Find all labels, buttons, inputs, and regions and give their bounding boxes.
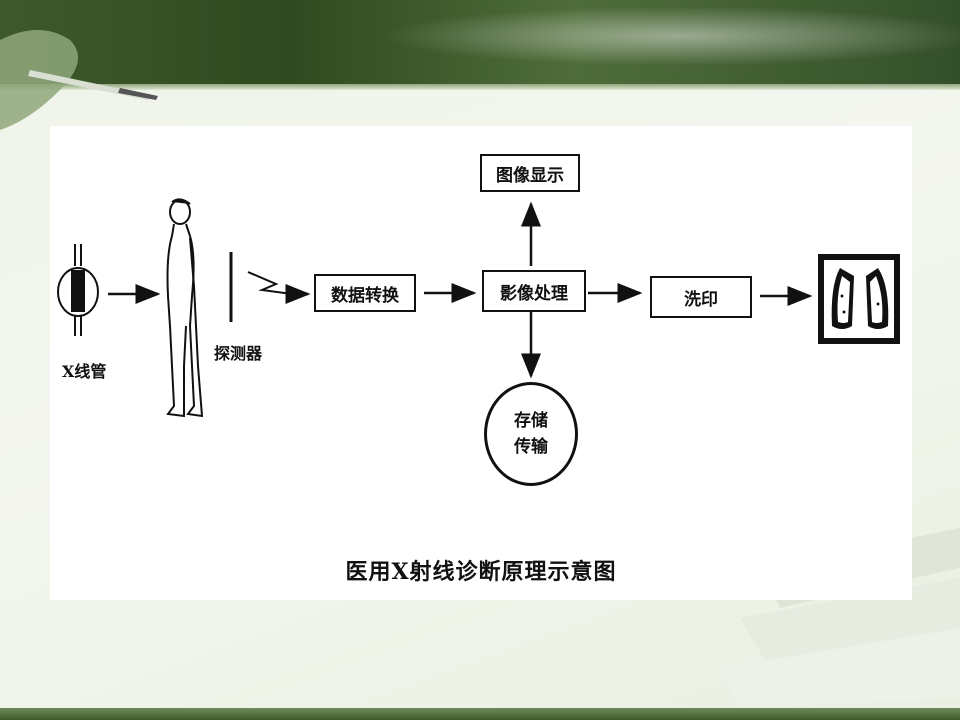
chest-film-icon: [818, 254, 900, 344]
image-display-box: 图像显示: [480, 154, 580, 192]
signal-zigzag: [247, 271, 293, 295]
diagram-drawing: [57, 198, 900, 418]
transmission-label: 传输: [514, 437, 548, 457]
xray-tube-label: X线管: [62, 362, 107, 381]
diagram-caption: 医用X射线诊断原理示意图: [345, 559, 617, 585]
human-figure-icon: [166, 198, 204, 418]
header-edge: [0, 84, 960, 90]
footer-band: [0, 708, 960, 720]
detector-label: 探测器: [214, 344, 263, 363]
image-processing-box: 影像处理: [482, 270, 586, 312]
xray-diagram-panel: X线管 探测器 数据转换 影像处理 图像显示 洗印 存储 传输 医用X射线诊断原…: [50, 126, 912, 600]
header-shine: [380, 6, 960, 66]
header-band: [0, 0, 960, 86]
pen-hand-decoration: [0, 30, 158, 130]
storage-label: 存储: [514, 411, 548, 431]
data-conversion-box: 数据转换: [314, 274, 416, 312]
printing-box: 洗印: [650, 276, 752, 318]
storage-transmission-circle: 存储 传输: [484, 382, 578, 486]
xray-tube-icon: [57, 244, 99, 336]
